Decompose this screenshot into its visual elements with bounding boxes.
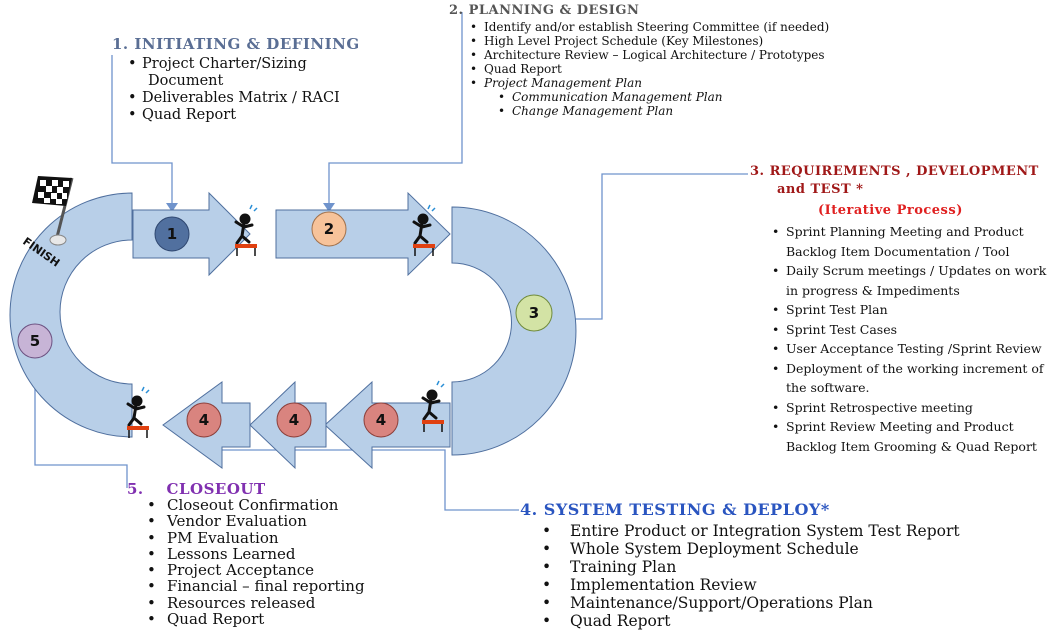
step-5-number: 5 — [30, 332, 40, 350]
iterative-arc-shape — [451, 206, 577, 456]
list-item: Sprint Test Plan — [770, 300, 1052, 320]
phase-1-list: Project Charter/Sizing Document Delivera… — [126, 56, 340, 124]
list-item: Deployment of the working increment of t… — [770, 359, 1052, 398]
list-item: Lessons Learned — [145, 546, 365, 563]
list-item: Identify and/or establish Steering Commi… — [468, 20, 829, 34]
list-item-continuation: Document — [126, 73, 340, 90]
step-4-circle-a — [363, 402, 399, 438]
list-item: PM Evaluation — [145, 529, 365, 546]
list-item: Project Acceptance — [145, 562, 365, 579]
list-item: Entire Product or Integration System Tes… — [540, 522, 960, 540]
list-item: Training Plan — [540, 558, 960, 576]
list-item: Project Management Plan — [468, 76, 829, 90]
phase-3-list: Sprint Planning Meeting and Product Back… — [770, 222, 1052, 456]
step-3-number: 3 — [529, 304, 539, 322]
step-5-circle — [17, 323, 53, 359]
list-item: Closeout Confirmation — [145, 497, 365, 514]
step-2-number: 2 — [324, 220, 334, 238]
list-item: Daily Scrum meetings / Updates on work i… — [770, 261, 1052, 300]
arrow-step-1 — [132, 191, 251, 277]
connector-3 — [564, 173, 748, 320]
list-item: User Acceptance Testing /Sprint Review — [770, 339, 1052, 359]
phase-5-title: 5. CLOSEOUT — [127, 480, 266, 498]
phase-2-list: Identify and/or establish Steering Commi… — [468, 20, 829, 118]
phase-1-title: 1. INITIATING & DEFINING — [112, 35, 360, 53]
list-item-text: Document — [148, 73, 224, 89]
phase-3-subtitle: (Iterative Process) — [818, 203, 963, 218]
phase-3-title: 3. REQUIREMENTS , DEVELOPMENT — [750, 164, 1039, 179]
step-1-number: 1 — [167, 225, 177, 243]
list-item: Financial – final reporting — [145, 578, 365, 595]
phase-2-title: 2. PLANNING & DESIGN — [449, 3, 640, 18]
phase-3-title-line2: and TEST * — [777, 182, 864, 197]
step-4-circle-c — [186, 402, 222, 438]
list-item: Quad Report — [468, 62, 829, 76]
list-item: Quad Report — [126, 107, 340, 124]
list-item: Deliverables Matrix / RACI — [126, 90, 340, 107]
list-item: High Level Project Schedule (Key Milesto… — [468, 34, 829, 48]
step-2-circle — [311, 211, 347, 247]
step-4-circle-b — [276, 402, 312, 438]
phase-4-title: 4. SYSTEM TESTING & DEPLOY* — [520, 500, 830, 519]
connector-2 — [328, 12, 463, 204]
list-item: Quad Report — [540, 612, 960, 630]
list-item: Vendor Evaluation — [145, 513, 365, 530]
step-4-number-a: 4 — [376, 411, 386, 429]
list-item: Sprint Retrospective meeting — [770, 398, 1052, 418]
list-item: Sprint Review Meeting and Product Backlo… — [770, 417, 1052, 456]
list-item: Whole System Deployment Schedule — [540, 540, 960, 558]
connector-4 — [201, 449, 519, 511]
list-item: Quad Report — [145, 611, 365, 628]
connector-1 — [111, 55, 173, 204]
list-item: Architecture Review – Logical Architectu… — [468, 48, 829, 62]
step-1-circle — [154, 216, 190, 252]
phase-5-list: Closeout Confirmation Vendor Evaluation … — [145, 497, 365, 628]
list-item: Maintenance/Support/Operations Plan — [540, 594, 960, 612]
step-4-number-c: 4 — [199, 411, 209, 429]
finish-arc-shape — [9, 192, 133, 438]
phase-4-list: Entire Product or Integration System Tes… — [540, 522, 960, 630]
step-4-number-b: 4 — [289, 411, 299, 429]
list-item: Resources released — [145, 594, 365, 611]
arrow-step-2 — [275, 191, 451, 277]
list-item: Implementation Review — [540, 576, 960, 594]
step-3-circle — [515, 294, 553, 332]
list-item: Sprint Planning Meeting and Product Back… — [770, 222, 1052, 261]
sub-list-item: Communication Management Plan — [468, 90, 829, 104]
sub-list-item: Change Management Plan — [468, 104, 829, 118]
checkered-flag-icon — [32, 176, 74, 246]
list-item: Sprint Test Cases — [770, 320, 1052, 340]
list-item: Project Charter/Sizing — [126, 56, 340, 73]
connector-5 — [34, 365, 128, 488]
